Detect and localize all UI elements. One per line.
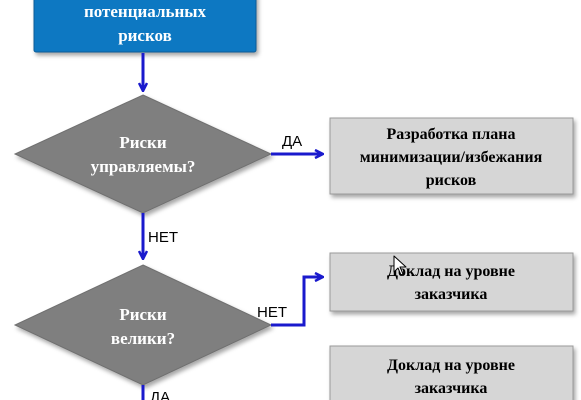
decision1-line2: управляемы? — [91, 157, 196, 176]
top-process-box: потенциальных рисков — [33, 0, 257, 53]
plan-box-shape — [329, 117, 574, 195]
report-box-2: Доклад на уровне заказчика — [329, 345, 574, 400]
top-box-line1: потенциальных — [84, 2, 207, 21]
decision2-diamond — [13, 264, 273, 386]
report-box-1-shape — [329, 252, 574, 312]
plan-box-line2: минимизации/избежания — [360, 149, 543, 166]
decision2-line2: велики? — [111, 329, 175, 348]
decision2-line1: Риски — [119, 305, 167, 324]
top-box-shape — [33, 0, 257, 53]
arrow-decision2-no — [271, 277, 322, 327]
plan-box-line3: рисков — [426, 172, 477, 189]
decision1-line1: Риски — [119, 133, 167, 152]
label-no-1: НЕТ — [148, 229, 178, 246]
report-box-2-shape — [329, 345, 574, 400]
plan-box-line1: Разработка плана — [387, 126, 516, 143]
decision1-diamond — [13, 94, 273, 214]
report-box-2-line2: заказчика — [415, 380, 488, 397]
decision-manageable: Риски управляемы? — [13, 94, 273, 214]
report-box-2-line1: Доклад на уровне — [387, 357, 515, 374]
label-yes-1: ДА — [282, 133, 302, 150]
top-box-line2: рисков — [118, 26, 172, 45]
report-box-1: Доклад на уровне заказчика — [329, 252, 574, 312]
report-box-1-line1: Доклад на уровне — [387, 263, 515, 280]
plan-box: Разработка плана минимизации/избежания р… — [329, 117, 574, 195]
mouse-cursor-icon — [393, 255, 407, 276]
label-yes-2: ДА — [150, 389, 170, 400]
decision-large: Риски велики? — [13, 264, 273, 386]
report-box-1-line2: заказчика — [415, 286, 488, 303]
label-no-2: НЕТ — [257, 304, 287, 321]
